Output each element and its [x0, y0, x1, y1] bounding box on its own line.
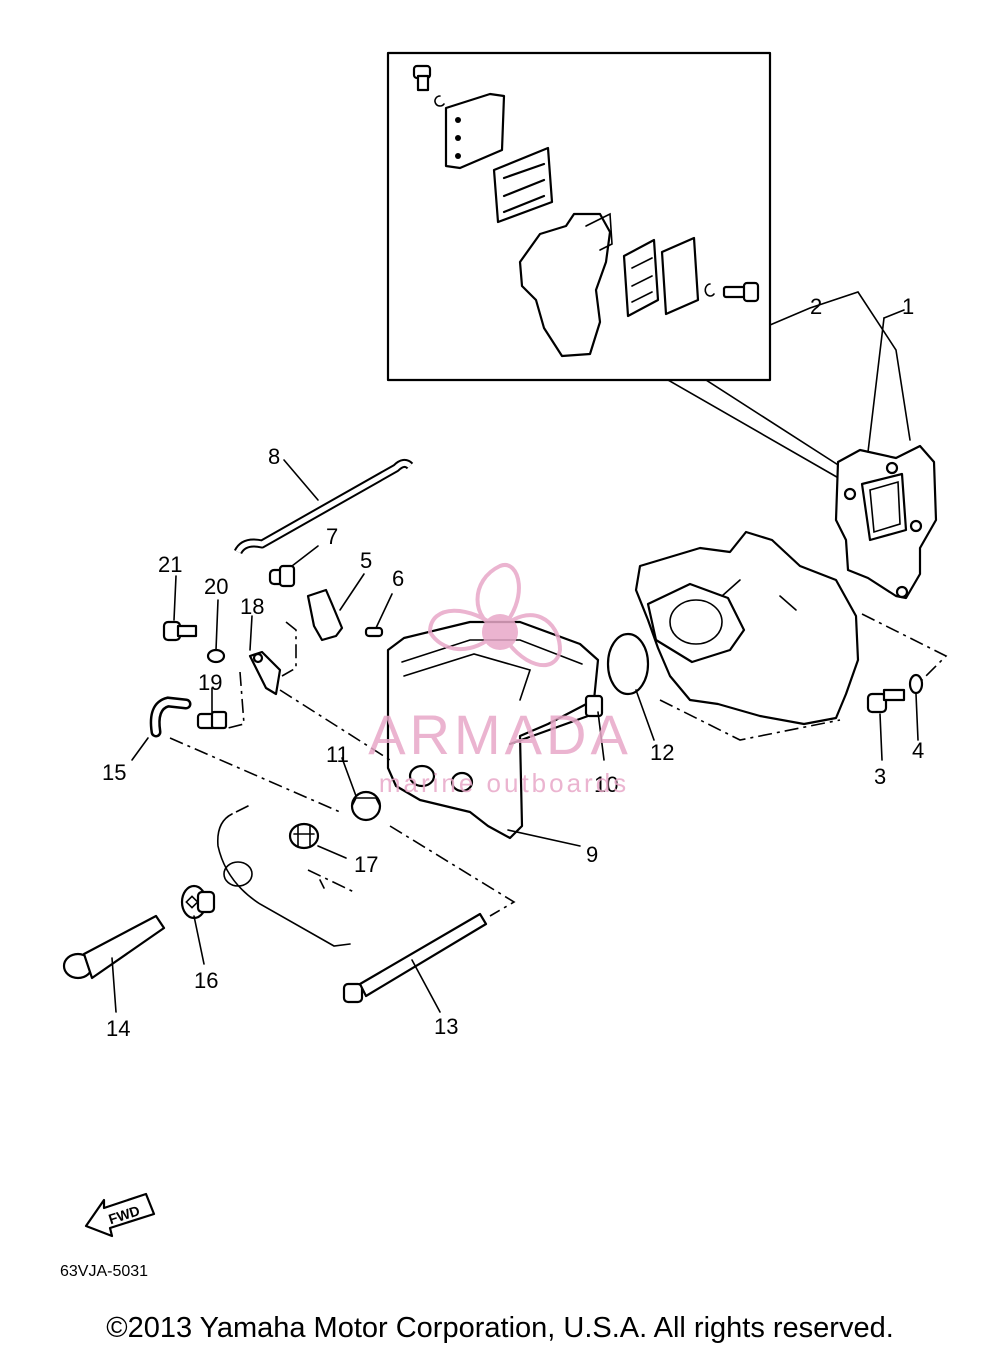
- inset-screw-icon: [412, 64, 432, 92]
- reed-plate-assembly: [769, 291, 938, 600]
- part-7-clip: [268, 545, 319, 588]
- callout-2: 2: [810, 294, 822, 319]
- part-3-bolt: [866, 688, 906, 761]
- lower-cowl-outline: [216, 803, 355, 947]
- part-16-grommet: [180, 884, 216, 965]
- copyright-footer: ©2013 Yamaha Motor Corporation, U.S.A. A…: [106, 1312, 894, 1344]
- callout-15: 15: [102, 760, 126, 785]
- part-19-fitting: [196, 687, 228, 730]
- callout-6: 6: [392, 566, 404, 591]
- part-5-lever: [306, 573, 365, 642]
- inset-reed-right-a: [622, 238, 660, 318]
- watermark-tagline: marine outboards: [379, 768, 629, 798]
- part-20-washer: [206, 599, 226, 664]
- part-12-o-ring: [606, 632, 655, 741]
- callout-17: 17: [354, 852, 378, 877]
- callout-7: 7: [326, 524, 338, 549]
- part-18-bracket: [248, 615, 282, 696]
- inset-washer-icon: [434, 95, 445, 107]
- drawing-code: 63VJA-5031: [60, 1263, 148, 1280]
- callout-1: 1: [902, 294, 914, 319]
- watermark-name: ARMADA: [368, 703, 632, 766]
- inset-reed-right-b: [660, 236, 700, 316]
- callout-21: 21: [158, 552, 182, 577]
- inset-washer-right-icon: [704, 283, 715, 297]
- inset-valve-housing: [518, 212, 612, 358]
- part-10-bolt: [508, 694, 605, 761]
- part-21-bolt: [162, 575, 198, 642]
- part-8-hose: [233, 458, 414, 555]
- part-9-head-cover: [386, 620, 600, 847]
- part-6-pin: [364, 593, 393, 638]
- callout-20: 20: [204, 574, 228, 599]
- callout-5: 5: [360, 548, 372, 573]
- fwd-arrow-icon: FWD: [84, 1192, 156, 1238]
- part-14-anode: [62, 914, 166, 1013]
- part-17-grommet: [288, 822, 347, 859]
- callout-10: 10: [594, 772, 618, 797]
- callout-12: 12: [650, 740, 674, 765]
- callout-3: 3: [874, 764, 886, 789]
- callout-14: 14: [106, 1016, 130, 1041]
- callout-4: 4: [912, 738, 924, 763]
- part-4-washer: [908, 673, 924, 741]
- callout-9: 9: [586, 842, 598, 867]
- armada-watermark: ARMADA marine outboards: [368, 563, 632, 798]
- callout-11: 11: [326, 742, 349, 767]
- part-11-plug: [341, 757, 382, 822]
- part-15-elbow-hose: [131, 696, 192, 761]
- inset-screw-right-icon: [722, 281, 760, 303]
- callout-19: 19: [198, 670, 222, 695]
- part-13-long-bolt: [342, 912, 488, 1013]
- callout-8: 8: [268, 444, 280, 469]
- callout-18: 18: [240, 594, 264, 619]
- callout-16: 16: [194, 968, 218, 993]
- propeller-logo-icon: [427, 563, 563, 668]
- callout-13: 13: [434, 1014, 458, 1039]
- inset-reed-petal: [492, 146, 554, 224]
- crankcase-outline: [634, 530, 860, 726]
- reed-valve-inset: [386, 51, 847, 481]
- inset-stopper-plate: [444, 92, 506, 170]
